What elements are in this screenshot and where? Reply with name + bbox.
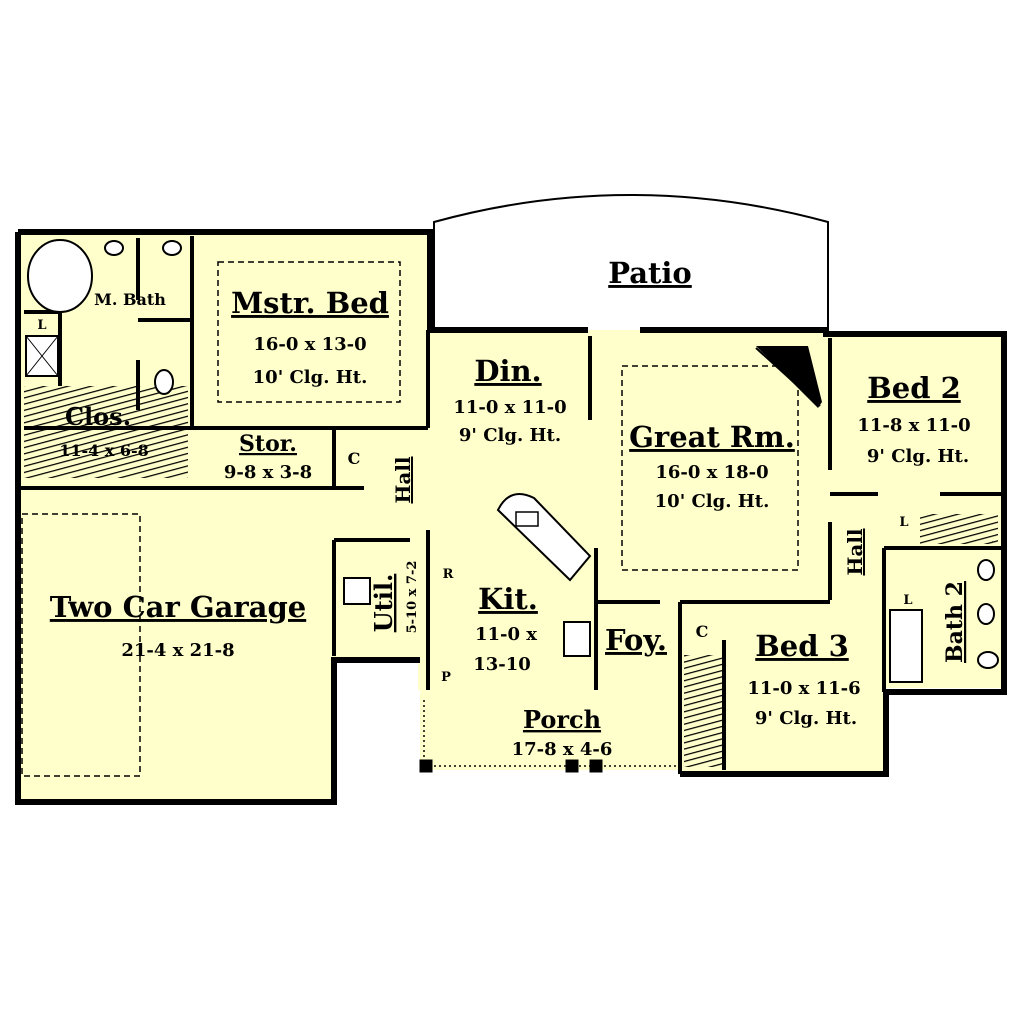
master-bed-label: Mstr. Bed bbox=[231, 286, 389, 320]
kitchen-pantry-mark: P bbox=[441, 670, 451, 685]
bath2-laundry-mark: L bbox=[903, 593, 912, 608]
closet-size: 11-4 x 6-8 bbox=[59, 441, 149, 460]
foyer-closet-mark: C bbox=[696, 622, 709, 641]
porch-size: 17-8 x 4-6 bbox=[512, 739, 613, 760]
closet-label: Clos. bbox=[65, 402, 131, 431]
kitchen-label: Kit. bbox=[478, 582, 538, 616]
kitchen-sink-icon bbox=[515, 511, 539, 527]
bed3-size: 11-0 x 11-6 bbox=[747, 678, 860, 699]
bed3-ceiling: 9' Clg. Ht. bbox=[755, 708, 857, 729]
bed2-laundry-mark: L bbox=[899, 515, 908, 530]
dining-size: 11-0 x 11-0 bbox=[453, 397, 566, 418]
bathtub-icon bbox=[27, 239, 93, 313]
master-bed-size: 16-0 x 13-0 bbox=[253, 334, 366, 355]
utility-label: Util. bbox=[369, 574, 398, 633]
sink-icon bbox=[162, 240, 182, 256]
hall-left-label: Hall bbox=[391, 456, 415, 503]
kitchen-fridge-mark: R bbox=[443, 567, 454, 582]
master-bath-label: M. Bath bbox=[94, 290, 166, 309]
porch-label: Porch bbox=[523, 705, 601, 734]
bed2-size: 11-8 x 11-0 bbox=[857, 415, 970, 436]
bed2-ceiling: 9' Clg. Ht. bbox=[867, 446, 969, 467]
great-room-ceiling: 10' Clg. Ht. bbox=[655, 491, 770, 512]
bed3-closet-hatch bbox=[684, 655, 724, 767]
storage-label: Stor. bbox=[239, 431, 297, 457]
patio-label: Patio bbox=[608, 256, 692, 290]
kitchen-size-line1: 11-0 x bbox=[475, 624, 537, 645]
bed2-closet-hatch bbox=[920, 514, 998, 544]
exterior-walls bbox=[15, 229, 1007, 805]
storage-closet-mark: C bbox=[348, 449, 361, 468]
dining-label: Din. bbox=[474, 354, 541, 388]
toilet-icon bbox=[977, 651, 999, 669]
great-room-label: Great Rm. bbox=[629, 420, 795, 454]
great-room-size: 16-0 x 18-0 bbox=[655, 462, 768, 483]
garage-size: 21-4 x 21-8 bbox=[121, 640, 234, 661]
hall-right-label: Hall bbox=[843, 528, 867, 575]
toilet-icon bbox=[154, 369, 174, 395]
utility-sink-icon bbox=[343, 577, 371, 605]
garage-label: Two Car Garage bbox=[50, 590, 306, 624]
bed2-label: Bed 2 bbox=[867, 371, 961, 405]
master-bath-laundry-mark: L bbox=[37, 318, 46, 333]
interior-walls bbox=[18, 236, 1004, 774]
house-floor bbox=[18, 232, 1006, 802]
cooktop-icon bbox=[563, 621, 591, 657]
sink-icon bbox=[977, 603, 995, 625]
closet-hatch bbox=[24, 386, 188, 478]
porch-rail bbox=[419, 700, 676, 773]
dining-ceiling: 9' Clg. Ht. bbox=[459, 425, 561, 446]
kitchen-size-line2: 13-10 bbox=[473, 654, 531, 675]
sink-icon bbox=[104, 240, 124, 256]
storage-size: 9-8 x 3-8 bbox=[224, 462, 312, 483]
master-bed-ceiling: 10' Clg. Ht. bbox=[253, 367, 368, 388]
utility-size: 5-10 x 7-2 bbox=[405, 561, 420, 634]
bath2-tub-icon bbox=[889, 609, 923, 683]
bath2-label: Bath 2 bbox=[942, 581, 968, 663]
foyer-label: Foy. bbox=[605, 623, 667, 657]
bed3-label: Bed 3 bbox=[755, 629, 849, 663]
patio-outline bbox=[433, 194, 829, 330]
master-bed-ceiling-outline bbox=[217, 261, 401, 403]
sink-icon bbox=[977, 559, 995, 581]
